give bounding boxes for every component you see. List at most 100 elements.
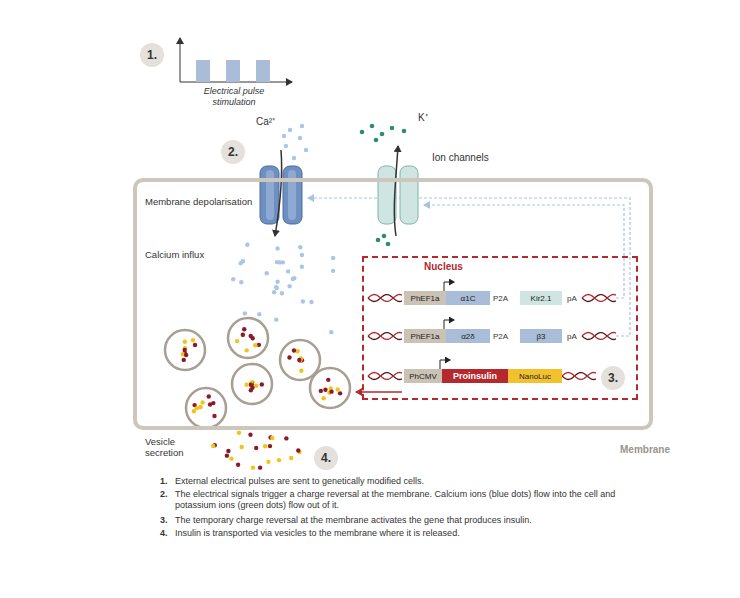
dot xyxy=(260,382,264,386)
dot xyxy=(225,453,229,457)
dot xyxy=(244,383,248,387)
dot xyxy=(268,444,272,448)
dot xyxy=(243,311,247,315)
dot xyxy=(263,444,267,448)
dot xyxy=(282,134,286,138)
dot xyxy=(382,234,387,239)
dot xyxy=(390,126,395,131)
dna-strand xyxy=(368,295,402,302)
dot xyxy=(165,330,205,370)
dot xyxy=(298,136,302,140)
dot xyxy=(338,391,342,395)
dot xyxy=(211,444,215,448)
dot xyxy=(284,144,288,148)
dot xyxy=(241,259,245,263)
channel-label: Ion channels xyxy=(432,152,489,163)
dot xyxy=(183,339,187,343)
dot xyxy=(360,130,365,135)
dot xyxy=(295,349,299,353)
part-label: α1C xyxy=(461,294,476,303)
part-label: β3 xyxy=(536,332,545,341)
dot xyxy=(254,384,258,388)
potassium-channel xyxy=(378,146,418,236)
dot xyxy=(242,327,246,331)
dot xyxy=(323,388,327,392)
dot xyxy=(284,436,288,440)
step-number: 1. xyxy=(140,43,164,67)
dna-strand xyxy=(368,373,402,380)
dot xyxy=(288,128,292,132)
part-label: PhEF1a xyxy=(411,332,440,341)
dot xyxy=(277,458,281,462)
step-label: 3. xyxy=(608,371,618,385)
step-number: 4. xyxy=(314,446,338,470)
dot xyxy=(292,276,296,280)
gene-box: Proinsulin xyxy=(442,369,508,383)
dot xyxy=(370,124,375,129)
dot xyxy=(298,245,302,249)
dna-strand xyxy=(582,295,616,302)
step-number: 2. xyxy=(221,140,245,164)
gene-box: Kir2.1 xyxy=(520,291,562,305)
dot xyxy=(297,358,301,362)
part-label: PhEF1a xyxy=(411,294,440,303)
dot xyxy=(193,343,197,347)
dot xyxy=(292,348,296,352)
promoter-box: PhEF1a xyxy=(404,329,446,343)
construct-part: pA xyxy=(567,331,577,342)
dot xyxy=(249,334,253,338)
gene-box: α1C xyxy=(446,291,490,305)
dot xyxy=(266,460,270,464)
dot xyxy=(182,358,186,362)
dot xyxy=(226,449,230,453)
dot xyxy=(254,446,258,450)
part-label: α2δ xyxy=(461,332,475,341)
dot xyxy=(231,277,235,281)
note-text: External electrical pulses are sent to g… xyxy=(175,476,695,487)
dot xyxy=(329,389,333,393)
promoter-box: PhCMV xyxy=(404,369,442,383)
dot xyxy=(232,364,272,404)
dot xyxy=(289,456,293,460)
dot xyxy=(237,431,241,435)
step-label: 1. xyxy=(147,48,157,62)
dot xyxy=(272,290,276,294)
dot xyxy=(207,394,211,398)
dna-strand xyxy=(368,373,402,380)
construct-part: P2A xyxy=(493,331,508,342)
note-text: The electrical signals trigger a charge … xyxy=(175,489,635,511)
signal-lines xyxy=(308,198,630,336)
dot xyxy=(208,402,212,406)
dot xyxy=(274,317,278,321)
dot xyxy=(229,456,233,460)
process-label: Calcium influx xyxy=(145,249,204,260)
dna-strand xyxy=(562,373,596,380)
construct-part: pA xyxy=(567,293,577,304)
dot xyxy=(310,368,350,408)
dot xyxy=(296,448,300,452)
cell-membrane: MembraneNucleusPhEF1aα1CKir2.1PhEF1aα2δβ… xyxy=(133,178,653,430)
dot xyxy=(275,280,279,284)
dot xyxy=(270,436,274,440)
gene-box: β3 xyxy=(520,329,562,343)
step-label: 4. xyxy=(321,451,331,465)
dot xyxy=(253,343,257,347)
dna-strand xyxy=(582,295,616,302)
gene-box: α2δ xyxy=(446,329,490,343)
dot xyxy=(200,400,204,404)
dot xyxy=(309,300,313,304)
process-label: Membrane depolarisation xyxy=(145,196,252,207)
dot xyxy=(331,256,335,260)
dot xyxy=(376,238,381,243)
dot xyxy=(319,389,323,393)
region-title: Nucleus xyxy=(424,261,463,272)
dna-helix xyxy=(368,295,616,380)
nucleus: NucleusPhEF1aα1CKir2.1PhEF1aα2δβ3PhCMVPr… xyxy=(362,256,638,400)
dot xyxy=(228,318,268,358)
dot xyxy=(275,246,279,250)
dot xyxy=(280,291,284,295)
dot xyxy=(264,271,268,275)
dna-strand xyxy=(562,373,596,380)
note-number: 3. xyxy=(160,515,168,526)
part-label: Proinsulin xyxy=(453,371,497,381)
